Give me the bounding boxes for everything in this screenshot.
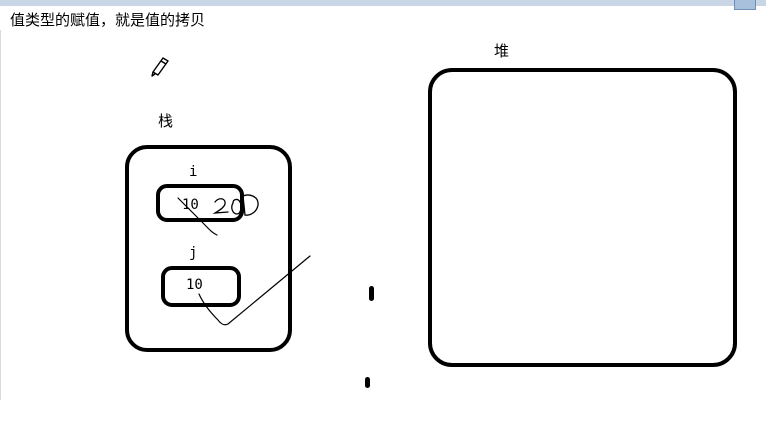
stack-frame-box [125,145,292,352]
variable-i-value: 10 [182,197,199,213]
variable-j-name: j [189,245,198,261]
heap-box [428,68,737,367]
variable-j-value: 10 [186,277,203,293]
heap-label: 堆 [494,42,510,60]
canvas-bottom-margin [0,404,766,435]
stray-mark-lower [365,377,370,388]
stack-label: 栈 [158,112,174,130]
scribble-overwrite [212,194,259,216]
scroll-corner-button[interactable] [734,0,756,10]
variable-i-name: i [189,164,198,180]
left-margin-line [0,30,1,400]
pencil-icon[interactable] [151,57,169,77]
window-top-strip [0,0,766,6]
variable-j-box [161,266,241,307]
page-title: 值类型的赋值，就是值的拷贝 [10,11,206,29]
checkmark-stroke [198,255,311,326]
stray-mark-upper [369,286,374,301]
variable-i-box [156,184,244,222]
pointer-stroke-i [177,197,218,236]
